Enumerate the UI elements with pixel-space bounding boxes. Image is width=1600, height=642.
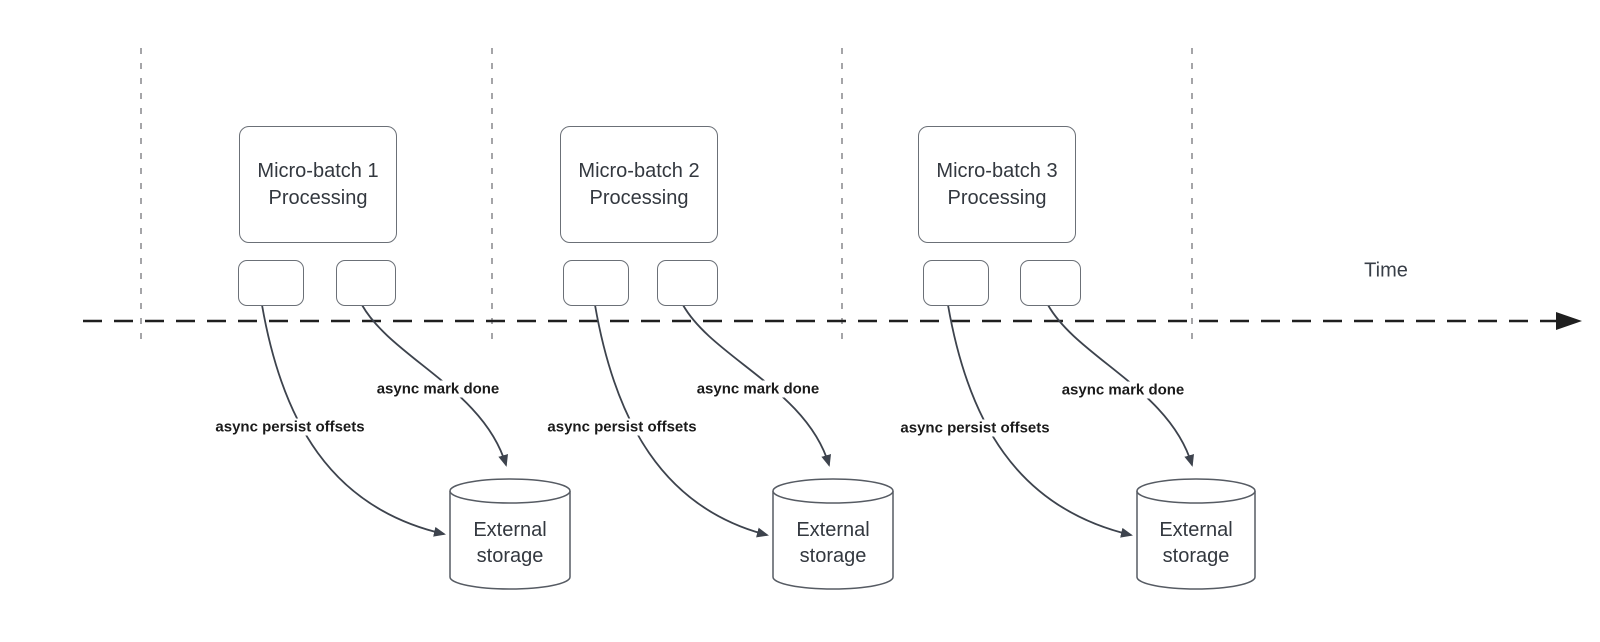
storage-label-line: External — [796, 519, 870, 541]
external-storage-cylinder-2 — [772, 478, 894, 590]
async-persist-offsets-label-2: async persist offsets — [545, 418, 699, 436]
box-title-line: Micro-batch 3 — [936, 159, 1058, 182]
task-rect-2-left — [563, 260, 629, 306]
external-storage-cylinder-1 — [449, 478, 571, 590]
task-rect-1-right — [336, 260, 396, 306]
storage-label-line: storage — [799, 545, 867, 567]
storage-label-line: External — [473, 519, 547, 541]
async-mark-done-arrow-2 — [682, 304, 831, 467]
storage-label-line: storage — [1162, 545, 1230, 567]
async-mark-done-arrow-1 — [361, 304, 508, 467]
storage-label-line: External — [1159, 519, 1233, 541]
external-storage-label-2: External storage — [796, 517, 869, 569]
task-rect-1-left — [238, 260, 304, 306]
external-storage-label-3: External storage — [1159, 517, 1232, 569]
async-persist-offsets-label-1: async persist offsets — [213, 418, 367, 436]
box-title-line: Processing — [268, 186, 368, 209]
box-title-line: Processing — [589, 186, 689, 209]
async-mark-done-label-2: async mark done — [694, 380, 822, 398]
task-rect-3-right — [1020, 260, 1081, 306]
async-persist-offsets-arrow-2 — [594, 304, 769, 538]
box-title-line: Micro-batch 2 — [578, 159, 700, 182]
time-axis-arrowhead-icon — [1556, 312, 1582, 330]
micro-batch-1-processing-box: Micro-batch 1 Processing — [239, 126, 397, 243]
micro-batch-2-processing-box: Micro-batch 2 Processing — [560, 126, 718, 243]
async-persist-offsets-label-3: async persist offsets — [898, 419, 1052, 437]
async-mark-done-label-1: async mark done — [374, 380, 502, 398]
box-title-line: Micro-batch 1 — [257, 159, 379, 182]
external-storage-cylinder-3 — [1136, 478, 1256, 590]
async-mark-done-label-3: async mark done — [1059, 381, 1187, 399]
async-persist-offsets-arrow-3 — [947, 304, 1133, 538]
time-axis-label: Time — [1364, 259, 1408, 282]
storage-label-line: storage — [476, 545, 544, 567]
micro-batch-3-processing-box: Micro-batch 3 Processing — [918, 126, 1076, 243]
task-rect-3-left — [923, 260, 989, 306]
external-storage-label-1: External storage — [473, 517, 546, 569]
async-persist-offsets-arrow-1 — [261, 304, 446, 537]
box-title-line: Processing — [947, 186, 1047, 209]
async-mark-done-arrow-3 — [1047, 304, 1194, 467]
task-rect-2-right — [657, 260, 718, 306]
